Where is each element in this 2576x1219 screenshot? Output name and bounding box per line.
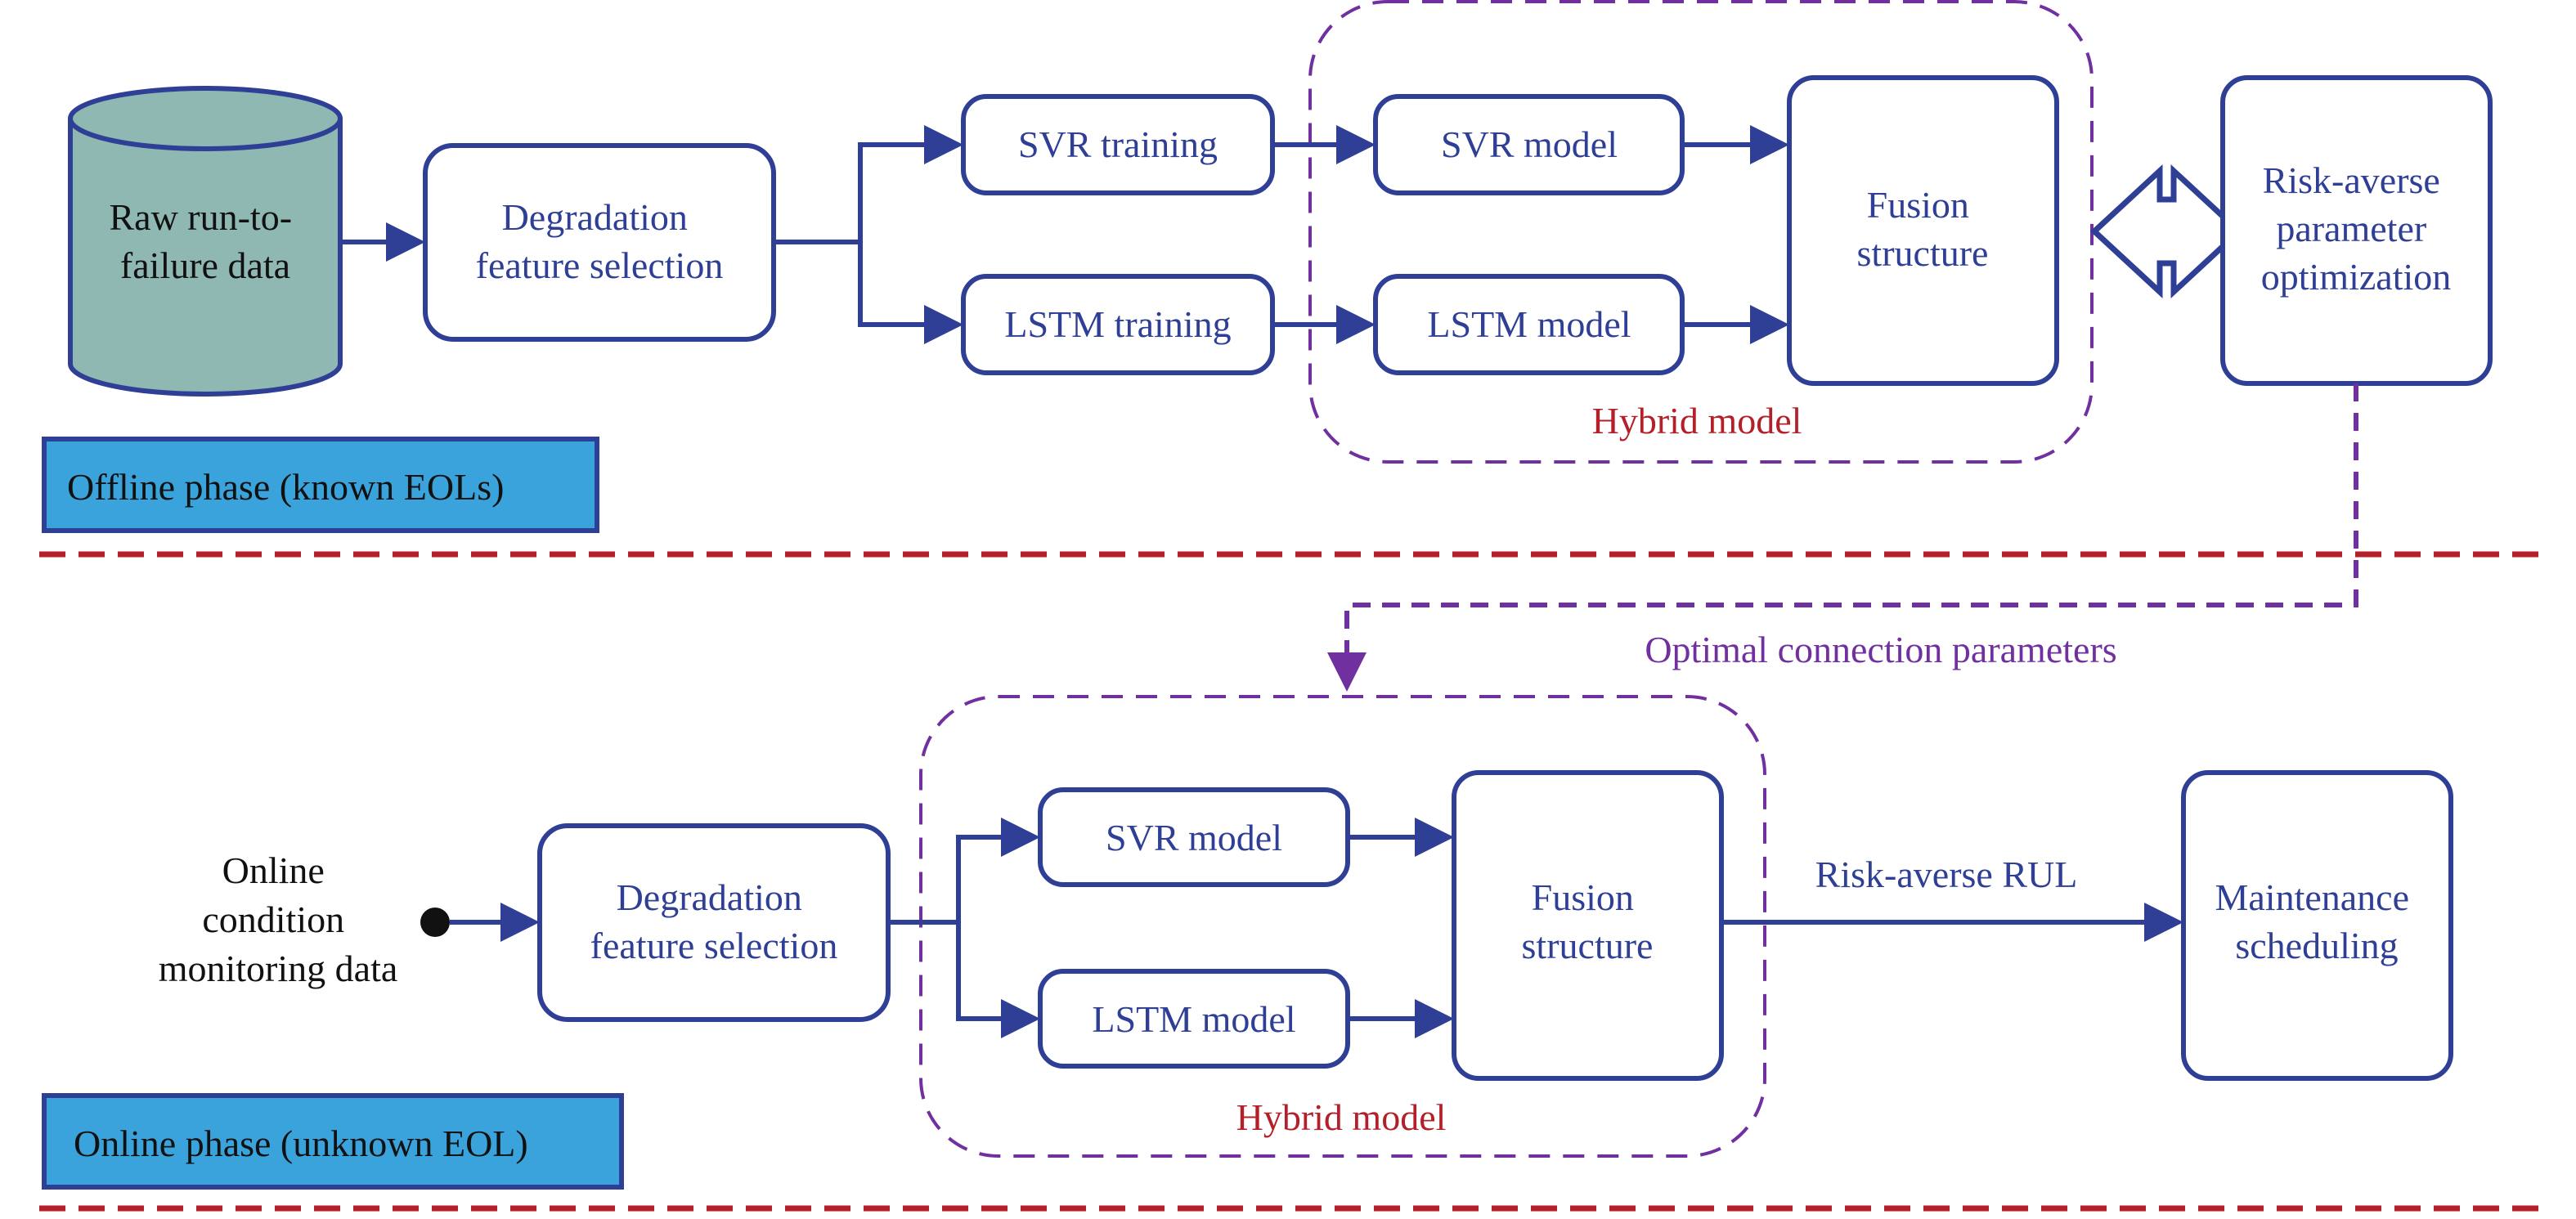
online-input-line2: condition [202,899,344,940]
offline-fusion-line2: structure [1857,232,1989,274]
online-input-dot [420,908,450,937]
svg-text:Raw run-to- failure data: Raw run-to- failure data [109,196,301,286]
svg-text:Degradation feature select: Degradation feature selection [476,196,724,286]
maintenance-scheduling-box [2181,770,2453,1081]
svr-training-label: SVR training [1018,123,1218,165]
offline-svr-model-label: SVR model [1441,123,1618,165]
risk-param-line1: Risk-averse [2263,159,2440,201]
svg-text:Maintenance scheduling: Maintenance scheduling [2215,876,2418,966]
online-input-line3: monitoring data [159,948,398,989]
optimal-parameters-link [1327,383,2358,692]
online-svr-model-label: SVR model [1106,817,1282,858]
svg-text:Fusion structure: Fusion structure [1857,184,1989,274]
risk-averse-rul-label: Risk-averse RUL [1815,854,2078,895]
online-fusion-box [1452,770,1724,1081]
arrow-split-to-online-lstm [956,922,1040,1038]
offline-feature-selection-line2: feature selection [476,244,724,286]
offline-phase-label: Offline phase (known EOLs) [67,466,504,508]
risk-param-line2: parameter [2276,208,2426,249]
maintenance-line1: Maintenance [2215,876,2409,918]
offline-feature-selection-line1: Degradation [502,196,688,238]
lstm-training-label: LSTM training [1004,303,1231,345]
online-input-line1: Online [222,849,325,891]
svg-text:Degradation feature select: Degradation feature selection [590,876,838,966]
online-feature-selection-line1: Degradation [617,876,802,918]
bidirectional-arrow [2089,164,2244,299]
online-phase-badge [42,1093,624,1190]
offline-feature-selection-box [423,143,776,342]
online-phase-label: Online phase (unknown EOL) [74,1123,528,1164]
online-feature-selection-box [537,823,891,1022]
online-hybrid-label: Hybrid model [1236,1096,1447,1138]
raw-data-label-line2: failure data [120,244,290,286]
offline-hybrid-label: Hybrid model [1592,400,1802,441]
raw-data-label-line1: Raw run-to- [109,196,292,238]
arrow-split-to-online-svr [956,818,1040,922]
offline-lstm-model-label: LSTM model [1427,303,1631,345]
online-hybrid-region [919,695,1766,1158]
svg-text:Online condition monit: Online condition monitoring data [159,849,398,989]
offline-fusion-box [1787,75,2059,386]
arrow-split-to-svr-training [858,125,963,242]
offline-phase-badge [42,437,599,533]
online-feature-selection-line2: feature selection [590,925,838,966]
raw-data-cylinder: Raw run-to- failure data [68,86,343,397]
arrow-split-to-lstm-training [858,242,963,344]
online-fusion-line1: Fusion [1532,876,1634,918]
offline-fusion-line1: Fusion [1867,184,1969,226]
svg-text:Risk-averse parameter: Risk-averse parameter optimization [2261,159,2452,298]
online-lstm-model-label: LSTM model [1092,998,1295,1040]
svg-text:Fusion structure: Fusion structure [1522,876,1654,966]
online-fusion-line2: structure [1522,925,1654,966]
optimal-parameters-label: Optimal connection parameters [1645,629,2116,670]
maintenance-line2: scheduling [2235,925,2398,966]
risk-param-line3: optimization [2261,256,2452,298]
